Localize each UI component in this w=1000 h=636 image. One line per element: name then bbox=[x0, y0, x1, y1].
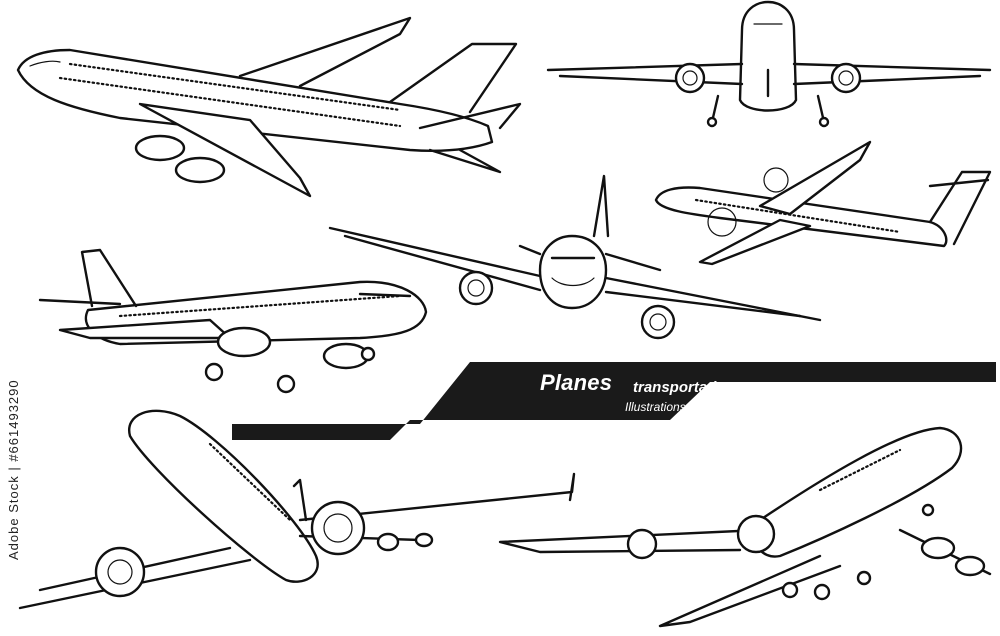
turboprop-icon bbox=[654, 140, 992, 266]
airliner-head-on-icon bbox=[328, 174, 822, 340]
jumbo-jet-underside-icon bbox=[498, 426, 992, 628]
airliner-front-icon bbox=[546, 0, 992, 128]
airliner-landing-icon bbox=[38, 248, 428, 394]
banner-title: Planes bbox=[540, 370, 613, 395]
banner-caption: Illustrations bbox=[625, 400, 686, 414]
stock-watermark: Adobe Stock | #661493290 bbox=[6, 379, 21, 560]
banner-band bbox=[232, 362, 996, 440]
banner-subtitle: transportation bbox=[633, 379, 735, 396]
airliner-side-icon bbox=[16, 16, 522, 198]
airliner-takeoff-icon bbox=[18, 409, 576, 610]
